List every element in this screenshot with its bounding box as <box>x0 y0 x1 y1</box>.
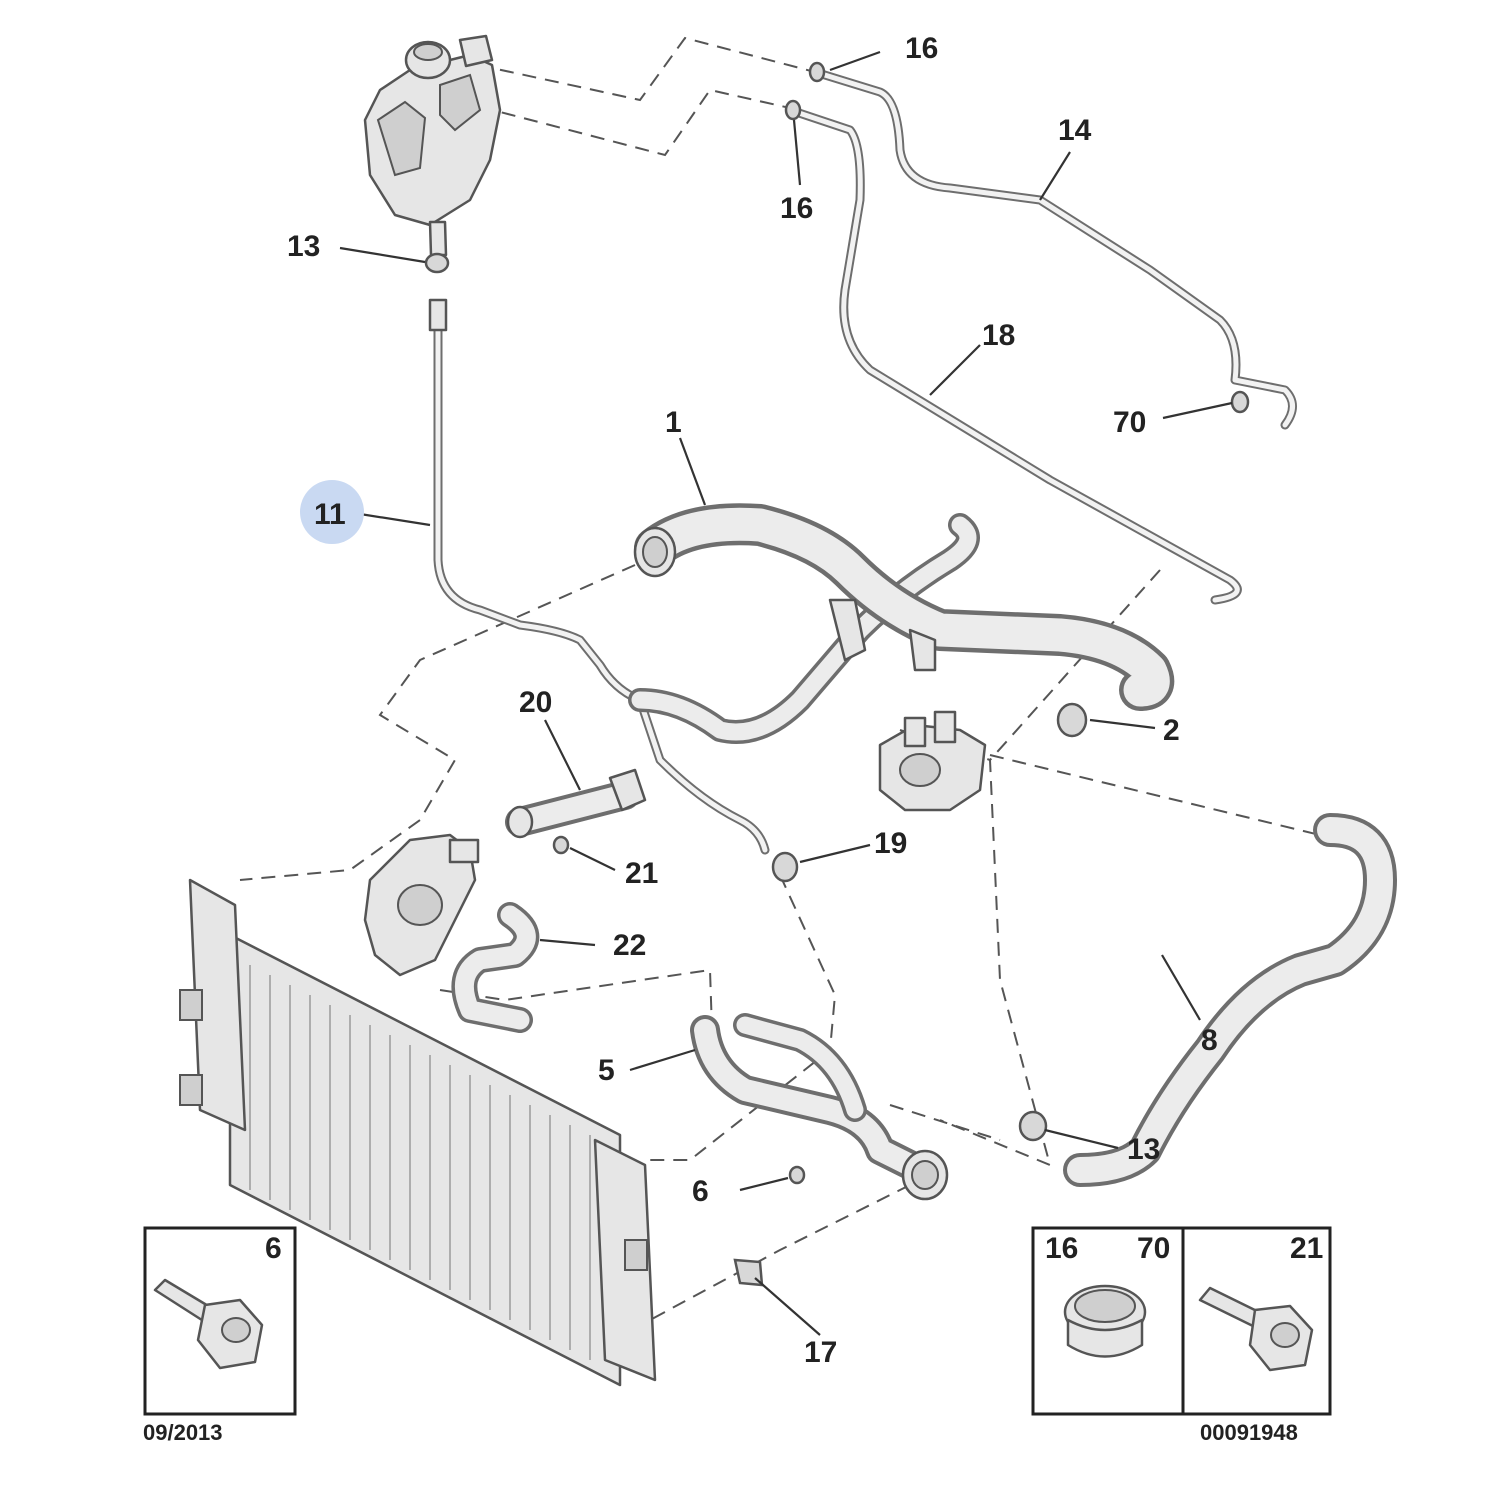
clamp-13-upper <box>424 252 450 274</box>
detail-box-clamp-screw: 16 70 21 <box>1031 1226 1332 1416</box>
callout-16-lower: 16 <box>780 192 813 225</box>
screw-21 <box>552 835 570 855</box>
callout-labels: 16 16 14 13 18 70 1 11 2 20 19 21 22 8 5… <box>287 32 1218 1369</box>
callout-18: 18 <box>982 319 1015 352</box>
callout-21: 21 <box>625 857 658 890</box>
callout-5: 5 <box>598 1054 615 1087</box>
clamp-70 <box>1230 390 1250 414</box>
screw-6 <box>788 1165 806 1185</box>
pipe-18 <box>785 105 1242 605</box>
callout-2: 2 <box>1163 714 1180 747</box>
detail-box-70-label: 70 <box>1137 1232 1170 1265</box>
callout-14: 14 <box>1058 114 1092 147</box>
detail-box-screw-6: 6 <box>143 1226 297 1416</box>
callout-1: 1 <box>665 406 682 439</box>
callout-70: 70 <box>1113 406 1146 439</box>
hose-11 <box>428 298 645 705</box>
callout-13-upper: 13 <box>287 230 320 263</box>
callout-13-lower: 13 <box>1127 1133 1160 1166</box>
callout-22: 22 <box>613 929 646 962</box>
pipe-14 <box>810 67 1297 430</box>
callout-6: 6 <box>692 1175 709 1208</box>
detail-box-6-label: 6 <box>265 1232 282 1265</box>
footer-date: 09/2013 <box>143 1420 223 1445</box>
hose-8 <box>1063 813 1397 1187</box>
clamp-16-upper <box>808 61 826 83</box>
bypass-pipe <box>628 513 980 744</box>
radiator <box>179 878 657 1387</box>
hose-1 <box>633 503 1175 711</box>
outlet-pipe-20 <box>505 768 647 839</box>
hose-assembly-5 <box>690 1013 949 1201</box>
detail-box-21-label: 21 <box>1290 1232 1323 1265</box>
leader-lines <box>339 50 1233 1336</box>
clamp-16-lower <box>784 99 802 121</box>
callout-20: 20 <box>519 686 552 719</box>
expansion-tank <box>363 34 502 257</box>
detail-box-16-label: 16 <box>1045 1232 1078 1265</box>
callout-8: 8 <box>1201 1024 1218 1057</box>
footer-reference: 00091948 <box>1200 1420 1298 1445</box>
clamp-2 <box>1056 702 1088 738</box>
water-pump-housing <box>363 833 480 977</box>
callout-17: 17 <box>804 1336 837 1369</box>
callout-11-highlight <box>300 480 364 544</box>
clamp-13-lower <box>1018 1110 1048 1142</box>
callout-11: 11 <box>314 498 346 531</box>
clamp-19 <box>771 851 799 883</box>
hose-22 <box>451 902 540 1033</box>
thermostat-housing <box>878 710 987 812</box>
hose-to-19 <box>635 695 770 855</box>
callout-16-upper: 16 <box>905 32 938 65</box>
callout-19: 19 <box>874 827 907 860</box>
